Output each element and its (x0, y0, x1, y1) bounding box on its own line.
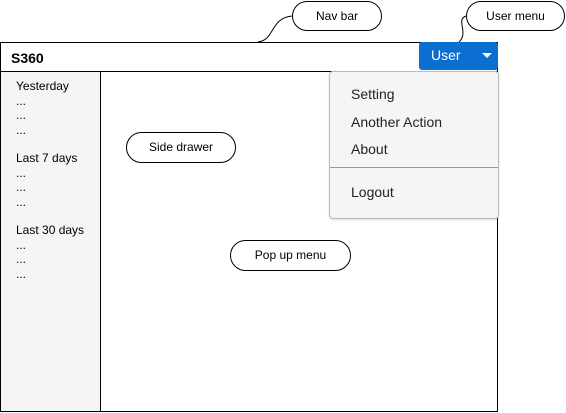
drawer-item[interactable]: ... (16, 122, 27, 137)
drawer-item[interactable]: ... (16, 108, 27, 122)
user-button-label: User (431, 47, 461, 63)
menu-item-another-action[interactable]: Another Action (351, 114, 443, 130)
chevron-down-icon (482, 53, 492, 58)
callout-label: User menu (486, 9, 545, 23)
callout-side-drawer: Side drawer (126, 132, 236, 163)
nav-bar: S360 (1, 43, 497, 72)
drawer-group-last-30-days: Last 30 days ... ... ... (16, 223, 84, 281)
drawer-item[interactable]: ... (16, 180, 27, 194)
connector-user-menu (457, 15, 467, 44)
drawer-group-last-7-days: Last 7 days ... ... ... (16, 151, 77, 209)
drawer-item[interactable]: ... (16, 165, 27, 180)
popup-menu: Setting Another Action About Logout (329, 71, 499, 219)
side-drawer: Yesterday ... ... ... Last 7 days ... ..… (1, 72, 101, 411)
connector-nav-bar (257, 15, 293, 43)
callout-nav-bar: Nav bar (292, 1, 382, 31)
menu-item-logout[interactable]: Logout (351, 184, 394, 200)
drawer-group-title: Last 7 days (16, 151, 78, 165)
callout-label: Nav bar (315, 9, 359, 23)
menu-item-about[interactable]: About (351, 141, 388, 157)
user-menu-button[interactable]: User (419, 42, 498, 70)
drawer-item[interactable]: ... (16, 252, 27, 266)
drawer-item[interactable]: ... (16, 237, 27, 252)
callout-popup-menu: Pop up menu (230, 240, 351, 271)
callout-label: Pop up menu (254, 248, 327, 262)
drawer-item[interactable]: ... (16, 194, 27, 209)
menu-divider (330, 167, 498, 168)
drawer-group-title: Last 30 days (16, 223, 85, 237)
app-title: S360 (11, 50, 44, 66)
drawer-group-yesterday: Yesterday ... ... ... (16, 79, 69, 137)
drawer-item[interactable]: ... (16, 266, 27, 281)
drawer-group-title: Yesterday (16, 79, 69, 93)
menu-item-setting[interactable]: Setting (351, 86, 395, 102)
drawer-item[interactable]: ... (16, 93, 27, 108)
callout-label: Side drawer (148, 140, 214, 154)
callout-user-menu: User menu (466, 1, 565, 31)
